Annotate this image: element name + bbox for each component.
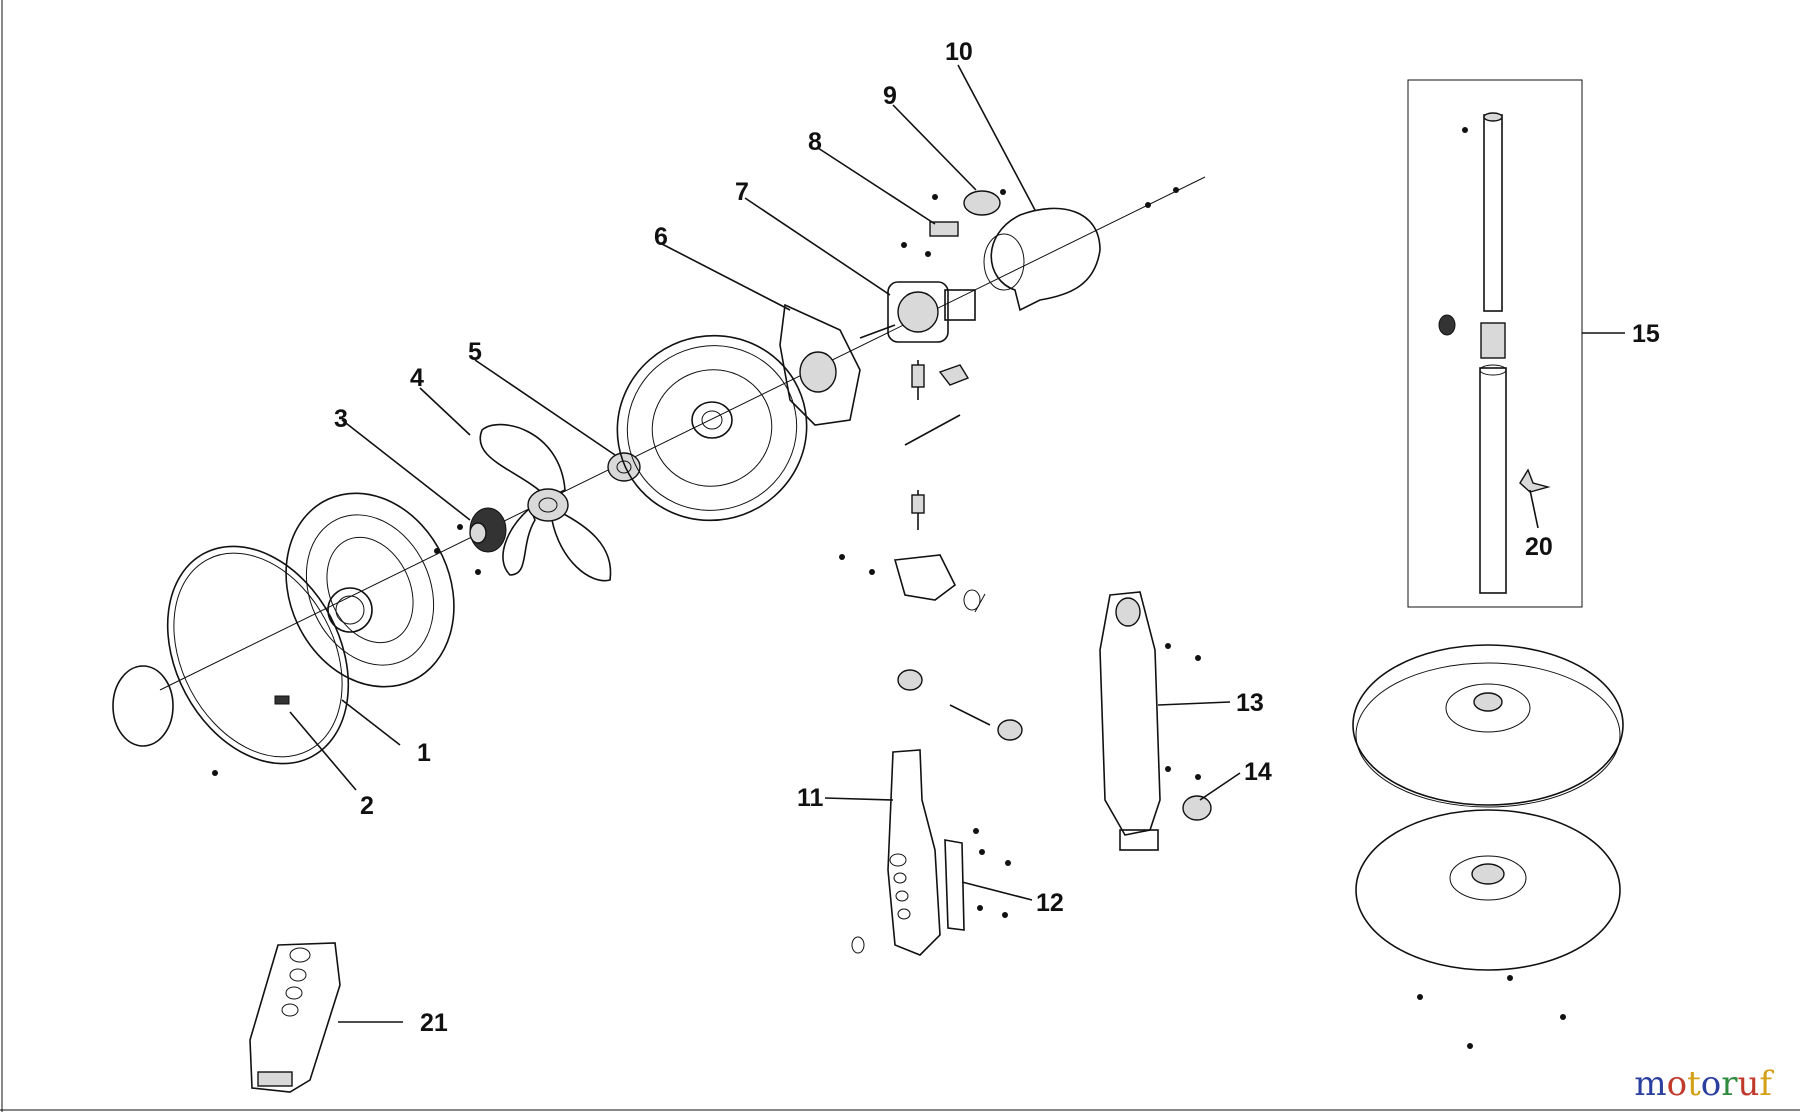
circuit-board [944,839,965,931]
pole-clip [1438,314,1456,336]
callout-15: 15 [1632,320,1660,348]
callout-5: 5 [468,338,482,366]
control-housing [851,749,941,956]
base-lower-plate [1355,809,1621,971]
lower-pole [1479,367,1507,594]
screws [212,127,1566,1049]
watermark-letter: t [1687,1064,1701,1104]
leader-6 [661,243,791,311]
height-knob [1182,795,1212,821]
leader-1 [341,699,401,746]
spinner-cap [469,507,507,553]
front-badge [112,665,174,747]
front-grille [285,492,455,688]
watermark-letter: o [1666,1064,1688,1104]
motor-front-cover [779,303,861,426]
gear-box [963,190,1001,216]
leader-14 [1199,772,1241,801]
motor-assembly [859,281,976,343]
callout-21: 21 [420,1009,448,1037]
front-grille-ring [112,545,350,765]
upright-support [1099,591,1161,851]
leader-2 [289,711,357,791]
callout-13: 13 [1236,689,1264,717]
callout-12: 12 [1036,889,1064,917]
watermark-letter: r [1721,1064,1738,1104]
leader-10 [957,64,1036,211]
callout-11: 11 [797,784,824,812]
rear-motor-cover [983,207,1101,312]
leader-3 [341,419,471,521]
watermark-letter: u [1737,1064,1760,1104]
callout-4: 4 [410,364,424,392]
callout-3: 3 [334,405,348,433]
leader-12 [961,881,1033,901]
grille-clip [274,695,290,705]
watermark-letter: o [1700,1064,1722,1104]
pole-assembly-box [1407,79,1583,608]
upper-pole [1483,114,1503,312]
callout-14: 14 [1244,758,1272,786]
callout-10: 10 [945,38,973,66]
fan-blade [479,423,612,582]
leader-13 [1157,701,1231,706]
fan-axis-line [159,176,1206,691]
leader-8 [817,147,936,225]
watermark-letter: f [1759,1064,1772,1104]
callout-9: 9 [883,82,897,110]
leader-20 [1529,489,1539,529]
rear-grille [616,334,808,522]
leader-lines [289,64,1625,1023]
watermark-logo: motoruf [1634,1064,1772,1104]
rear-grille-nut [607,452,641,482]
leader-4 [419,387,471,436]
callout-7: 7 [735,178,749,206]
callout-8: 8 [808,128,822,156]
tighten-screw [1519,468,1551,493]
callout-labels: 1 2 3 4 5 6 7 8 9 10 11 12 13 14 15 20 2… [334,38,1660,1037]
leader-7 [744,197,891,296]
leader-9 [892,104,977,191]
callout-20: 20 [1525,533,1553,561]
callout-6: 6 [654,223,668,251]
callout-2: 2 [360,792,374,820]
callout-1: 1 [417,739,431,767]
leader-11 [824,797,894,801]
tilt-mechanism [893,360,1023,741]
pole-coupler [1480,322,1506,359]
base-upper-plate [1352,644,1624,808]
remote-control [249,942,341,1093]
leader-5 [474,359,616,456]
watermark-letter: m [1634,1064,1667,1104]
switch-block [929,221,959,237]
